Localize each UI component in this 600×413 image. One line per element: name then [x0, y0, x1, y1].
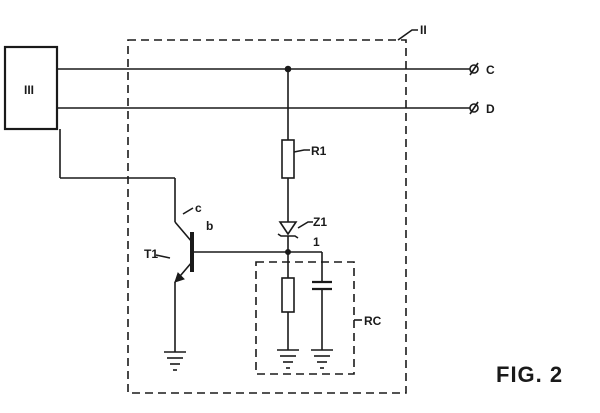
block-iii-label: III: [24, 83, 34, 97]
terminal-c-label: C: [486, 63, 495, 77]
transistor-t1-label: T1: [144, 247, 158, 261]
resistor-r1-label: R1: [311, 144, 327, 158]
ground-emitter: [164, 351, 186, 371]
base-label: b: [206, 219, 213, 233]
transistor-t1: T1 c b: [59, 129, 213, 352]
node-1-label: 1: [313, 235, 320, 249]
block-ii-label: II: [420, 23, 427, 37]
bus-line-c: C: [57, 62, 495, 77]
rc-label: RC: [364, 314, 382, 328]
figure-label: FIG. 2: [496, 362, 563, 387]
rc-network: RC: [255, 252, 382, 375]
zener-diode-z1: Z1: [277, 215, 327, 239]
bus-line-d: D: [57, 101, 495, 116]
terminal-d-label: D: [486, 102, 495, 116]
zener-z1-label: Z1: [313, 215, 327, 229]
block-ii: II: [127, 23, 427, 394]
collector-label: c: [195, 201, 202, 215]
resistor-r1: R1: [281, 139, 327, 179]
block-iii: III: [3, 45, 59, 131]
